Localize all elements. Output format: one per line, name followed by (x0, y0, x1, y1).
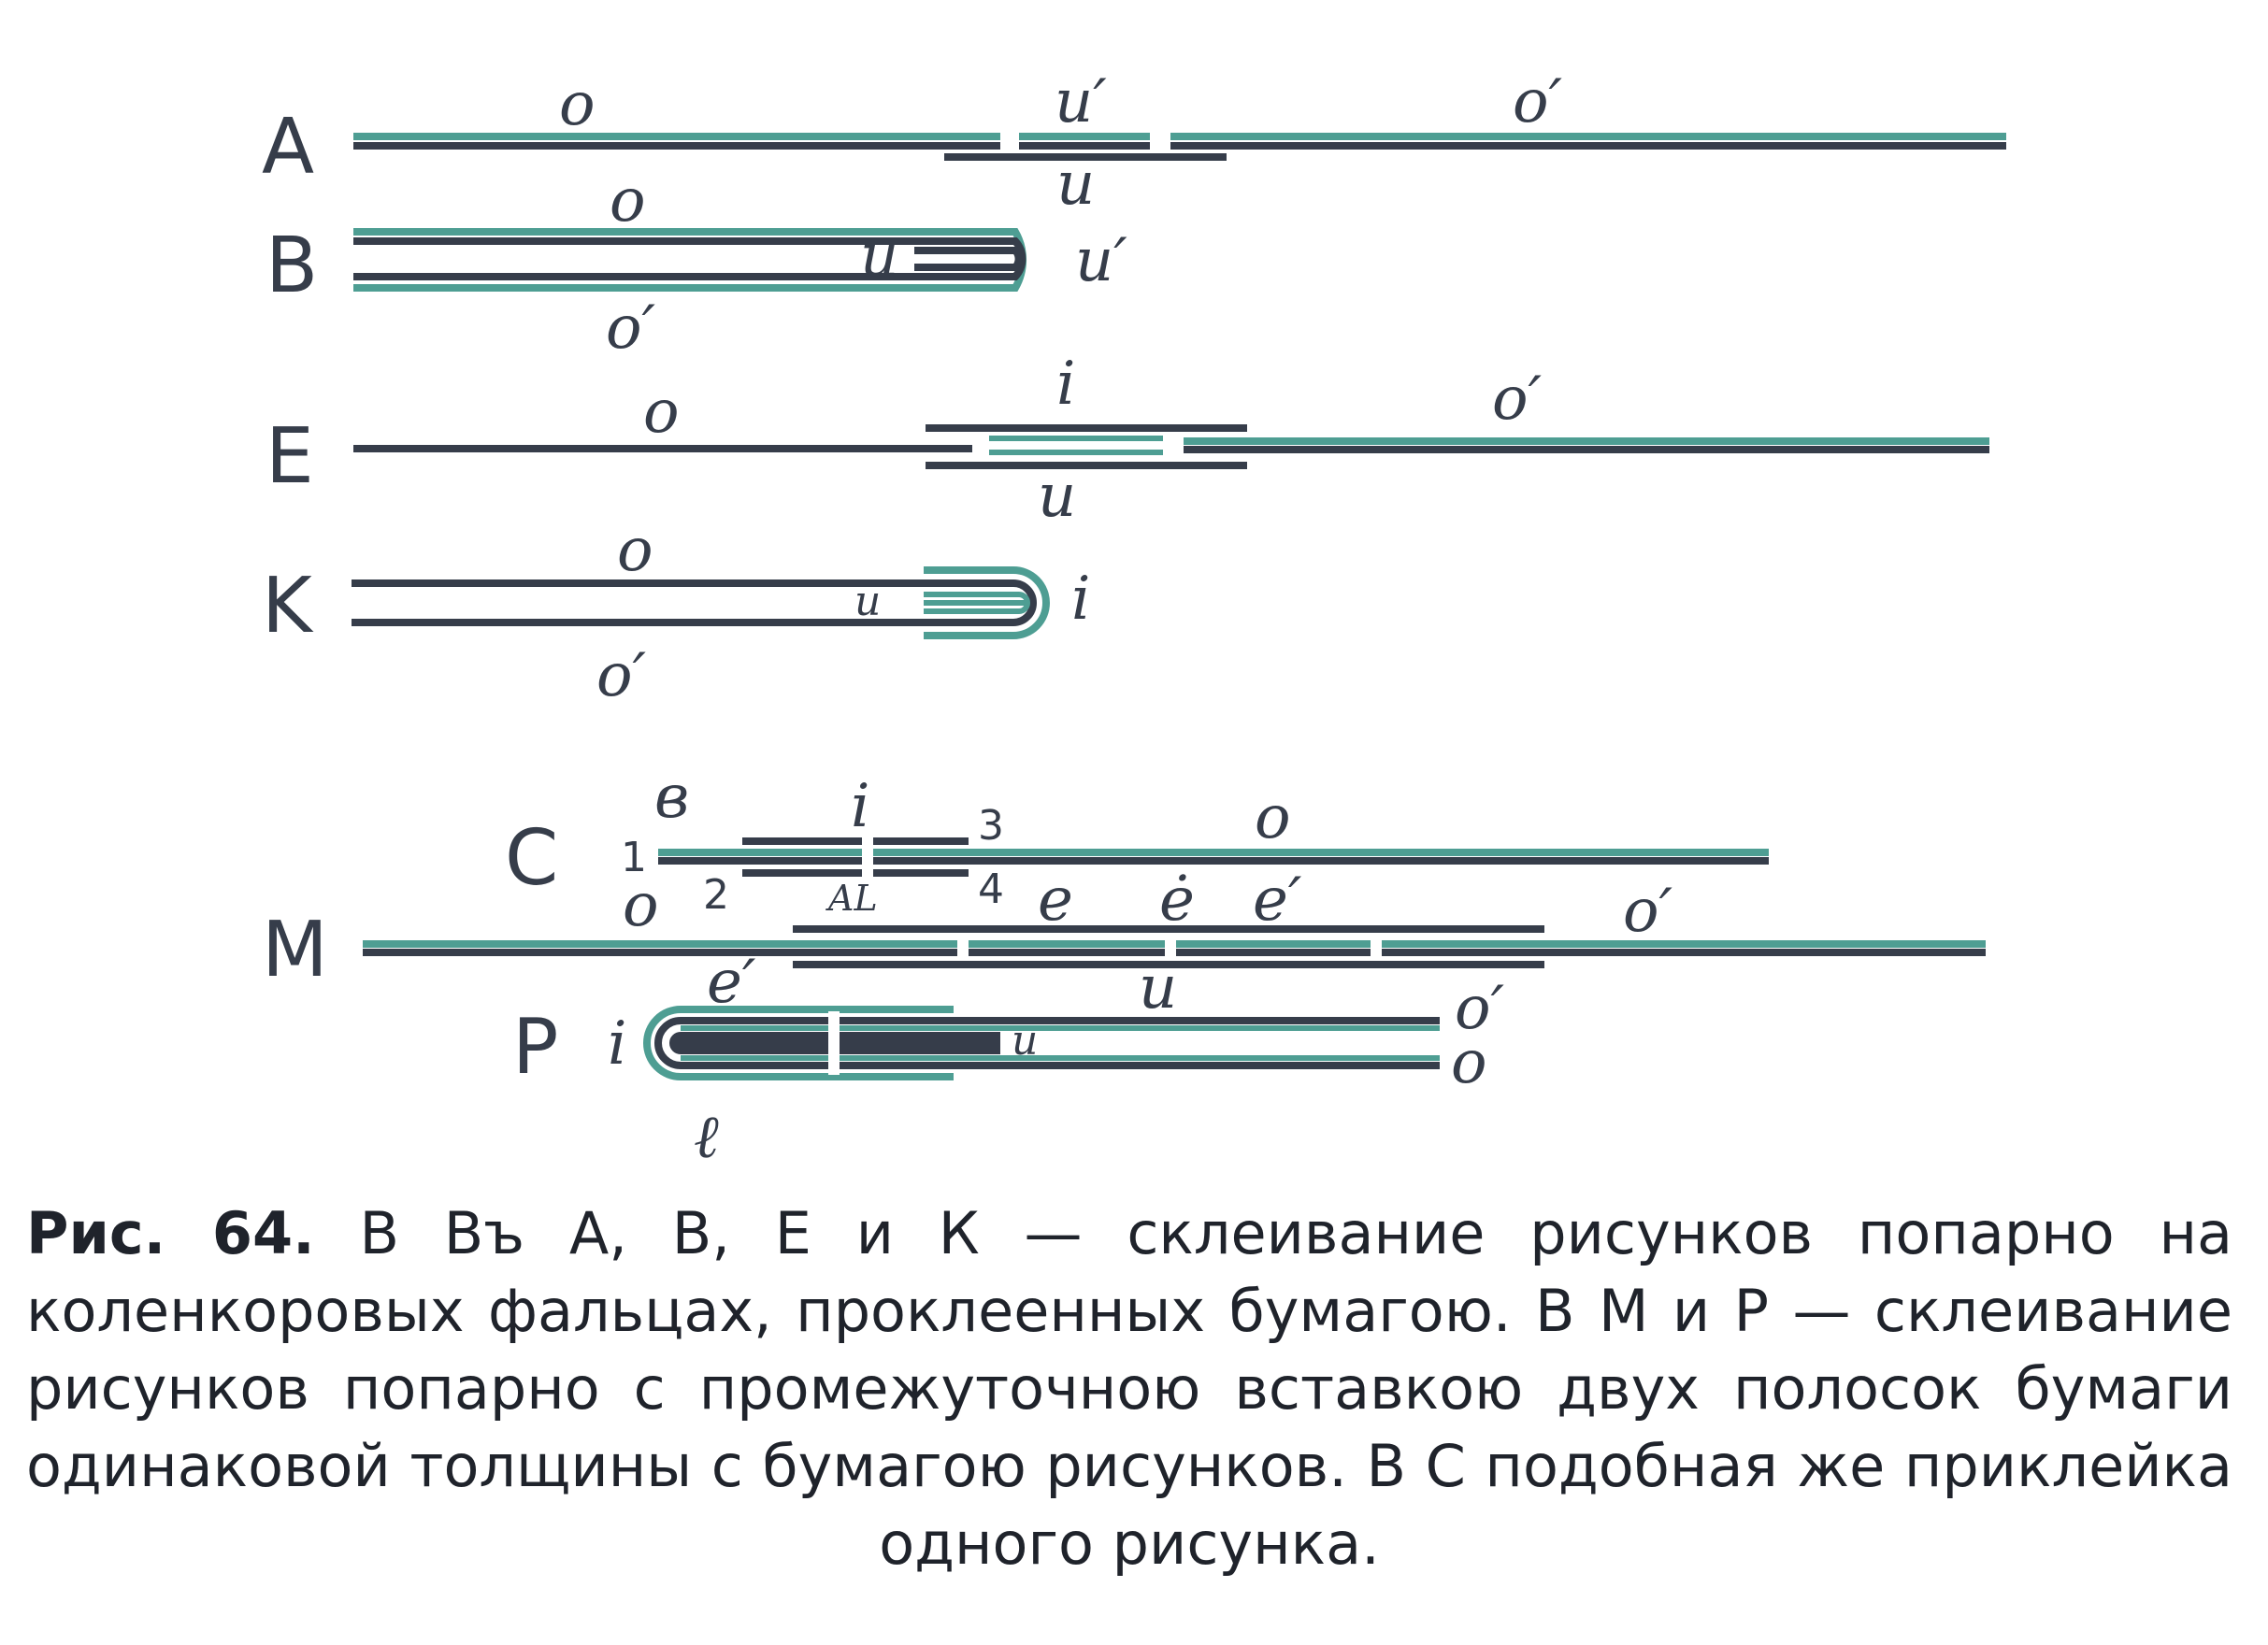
label-m-u: u (1139, 953, 1177, 1023)
label-c-4: 4 (978, 865, 1004, 913)
label-p-l: ℓ (694, 1103, 719, 1172)
label-m-e-prime: e′ (1253, 865, 1302, 935)
label-c-b: в (654, 763, 689, 832)
row-letter-p: P (512, 1003, 558, 1092)
label-c-2: 2 (703, 871, 729, 919)
folded-strip-b (353, 228, 1027, 292)
label-m-e: e (1038, 865, 1073, 935)
label-b-o-prime: o′ (606, 293, 656, 363)
label-a-u: u (1056, 150, 1095, 219)
label-p-o-prime: o′ (1455, 974, 1505, 1043)
binding-diagram: A o u′ u o′ B o u u′ o′ E (262, 67, 2006, 1172)
label-k-o: o (617, 516, 653, 585)
label-c-o-top: o (1255, 783, 1291, 852)
label-p-i: i (608, 1009, 626, 1079)
strip-e-right (1184, 437, 1989, 453)
label-c-o-left: o (623, 871, 659, 940)
insert-strips-c (742, 837, 969, 877)
row-letter-k: K (262, 562, 314, 651)
label-m-e-prime-low: e′ (707, 948, 756, 1017)
row-letter-b: B (266, 222, 318, 310)
label-e-i: i (1056, 350, 1075, 419)
strip-c (658, 849, 1769, 865)
label-a-u-prime: u′ (1055, 67, 1107, 136)
row-letter-e: E (266, 412, 314, 501)
strip-a-center (1019, 133, 1150, 150)
figure-caption: Рис. 64. В Въ А, В, Е и К — склеивание р… (26, 1194, 2232, 1582)
strip-a-right (1170, 133, 2006, 150)
label-e-u: u (1038, 462, 1076, 531)
label-k-o-prime: o′ (596, 641, 647, 710)
label-c-al: AL (825, 878, 878, 919)
label-p-o: o (1451, 1028, 1487, 1097)
label-b-o: o (610, 166, 646, 236)
label-m-o-prime: o′ (1623, 877, 1673, 946)
label-c-i: i (851, 772, 869, 841)
label-e-o: o (643, 378, 680, 447)
label-p-u: u (1012, 1017, 1038, 1065)
row-letter-m: M (262, 906, 328, 994)
label-e-o-prime: o′ (1492, 365, 1543, 434)
label-c-3: 3 (978, 802, 1004, 850)
folded-strip-p (643, 1006, 1440, 1080)
gaps-m (957, 938, 1382, 959)
row-letter-c: C (505, 814, 558, 903)
strip-a-left (353, 133, 1000, 150)
caption-lead: Рис. 64. (26, 1199, 315, 1267)
label-a-o: o (559, 70, 596, 139)
label-c-1: 1 (621, 834, 647, 881)
label-m-e-dot: ė (1159, 865, 1195, 935)
label-b-u-prime: u′ (1075, 226, 1127, 295)
label-b-u: u (860, 222, 898, 291)
row-letter-a: A (262, 103, 314, 192)
folded-strip-k (352, 566, 1050, 639)
label-k-u: u (854, 578, 881, 625)
label-k-i: i (1071, 565, 1090, 634)
caption-text: В Въ А, В, Е и К — склеивание рисунков п… (26, 1199, 2232, 1578)
label-a-o-prime: o′ (1513, 67, 1563, 136)
insert-e (989, 436, 1163, 455)
